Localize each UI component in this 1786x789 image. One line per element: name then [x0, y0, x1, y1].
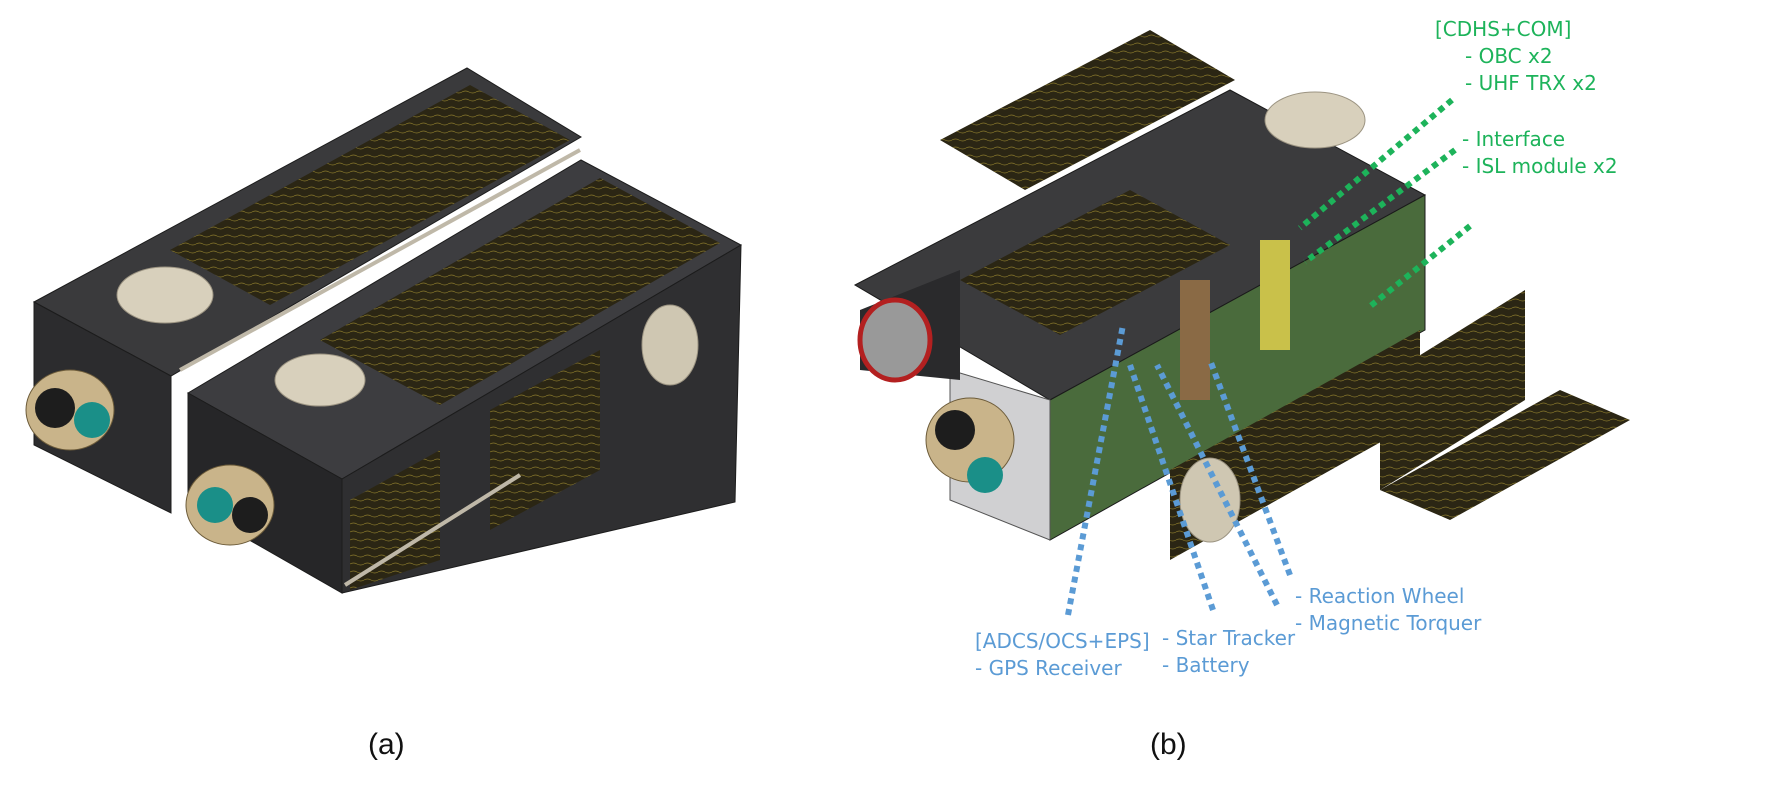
label-item: - Magnetic Torquer [1295, 611, 1482, 635]
label-item: - UHF TRX x2 [1465, 71, 1597, 95]
satellite-stowed-pair [25, 67, 743, 594]
caption-a: (a) [368, 728, 405, 761]
antenna-disk [274, 353, 366, 407]
label-interface: - Interface - ISL module x2 [1462, 126, 1618, 180]
label-item: - Interface [1462, 127, 1566, 151]
green-leader-lines [1298, 97, 1472, 311]
caption-b: (b) [1150, 728, 1187, 761]
solar-panel [170, 85, 570, 305]
label-reaction-wheel: - Reaction Wheel - Magnetic Torquer [1295, 583, 1481, 637]
label-cdhs-com: [CDHS+COM] - OBC x2 - UHF TRX x2 [1435, 16, 1597, 97]
solar-panel [320, 178, 720, 405]
label-header: [ADCS/OCS+EPS] [975, 629, 1150, 653]
label-item: - OBC x2 [1465, 44, 1553, 68]
antenna-disk [116, 266, 214, 324]
label-item: - Reaction Wheel [1295, 584, 1465, 608]
solar-panel [350, 450, 440, 590]
solar-panel [490, 350, 600, 530]
solar-panel [940, 30, 1235, 190]
label-star-tracker: - Star Tracker - Battery [1162, 625, 1295, 679]
label-item: - Star Tracker [1162, 626, 1296, 650]
label-header: [CDHS+COM] [1435, 17, 1572, 41]
label-item: - GPS Receiver [975, 656, 1122, 680]
satellite-exploded [853, 30, 1630, 560]
label-item: - Battery [1162, 653, 1250, 677]
label-item: - ISL module x2 [1462, 154, 1618, 178]
label-adcs-ocs-eps: [ADCS/OCS+EPS] - GPS Receiver [975, 628, 1150, 682]
antenna-disk [1264, 91, 1366, 149]
blue-leader-lines [1065, 324, 1293, 616]
